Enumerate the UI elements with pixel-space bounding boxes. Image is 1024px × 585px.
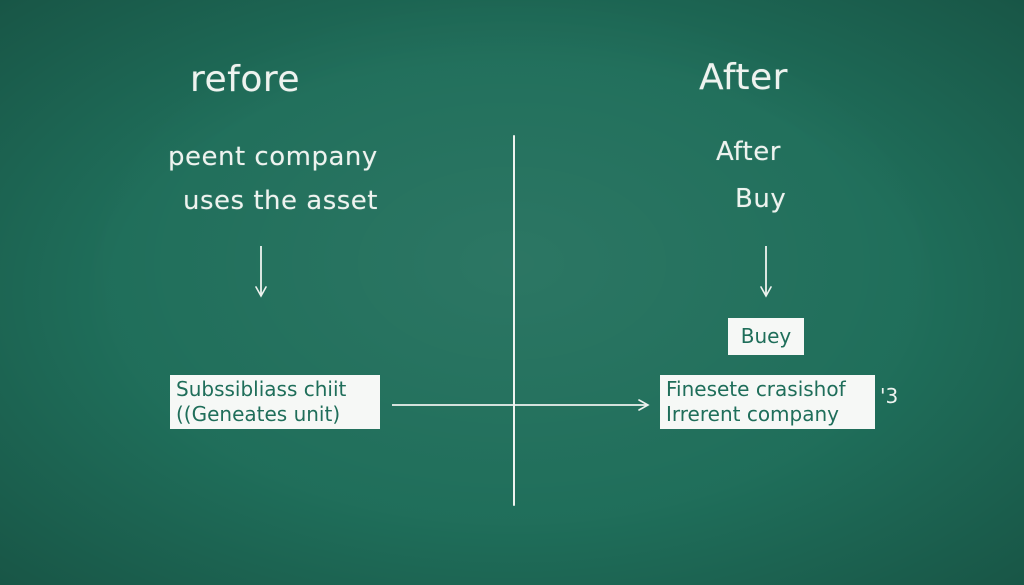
before-line-2: uses the asset (183, 186, 378, 216)
buy-box: Buey (728, 318, 804, 355)
side-mark: '3 (880, 384, 899, 408)
finance-parent-box: Finesete crasishof Irrerent company (660, 375, 875, 429)
before-line-1: peent company (168, 142, 378, 172)
subsidiary-unit-line-1: Subssibliass chiit (176, 377, 347, 401)
subsidiary-unit-box: Subssibliass chiit ((Geneates unit) (170, 375, 380, 429)
finance-parent-line-1: Finesete crasishof (666, 377, 846, 401)
subsidiary-unit-line-2: ((Geneates unit) (176, 402, 341, 426)
after-heading: After (699, 57, 788, 98)
after-line-1: After (716, 137, 781, 167)
after-line-2: Buy (735, 184, 787, 214)
before-heading: refore (190, 59, 301, 100)
finance-parent-line-2: Irrerent company (666, 402, 839, 426)
